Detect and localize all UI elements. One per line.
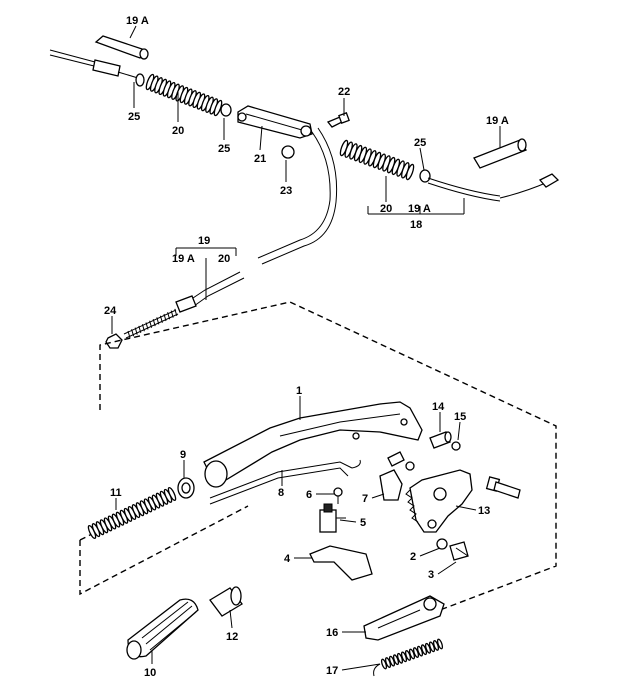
base-plate-16 — [363, 595, 445, 641]
thread-mark — [145, 322, 149, 330]
thread-mark — [159, 315, 163, 323]
callout-20-left: 20 — [172, 125, 184, 137]
thread-mark — [156, 317, 160, 325]
cable-end-left — [49, 49, 139, 79]
spring-coil — [436, 638, 444, 650]
sleeve-12 — [209, 586, 243, 617]
callout-19: 19 — [198, 235, 210, 247]
cable-right — [427, 173, 560, 202]
washer-25-mid — [220, 103, 232, 117]
callout-19a-mid: 19 A — [172, 253, 195, 265]
grip-10 — [126, 598, 199, 660]
thread-mark — [152, 318, 156, 327]
main-cable — [189, 127, 338, 307]
switch-5 — [319, 503, 346, 533]
spring-coil — [167, 486, 177, 502]
thread-mark — [141, 324, 145, 332]
thread-mark — [138, 325, 142, 334]
equalizer-21 — [237, 105, 313, 139]
thread-mark — [127, 330, 131, 339]
washer-25-right — [419, 169, 431, 183]
thread-mark — [149, 320, 153, 328]
bolt-3 — [449, 541, 469, 561]
callout-21: 21 — [254, 153, 266, 165]
callout-19a-right: 19 A — [486, 115, 509, 127]
spring-20-left — [145, 73, 223, 117]
callout-7: 7 — [362, 493, 368, 505]
washer-2 — [436, 538, 448, 550]
group-boundary-link — [79, 529, 101, 541]
spring-coil — [405, 163, 415, 181]
callout-13: 13 — [478, 505, 490, 517]
callout-24: 24 — [104, 305, 117, 317]
callout-11: 11 — [110, 487, 122, 499]
clip-15 — [451, 441, 461, 451]
callout-10: 10 — [144, 667, 156, 679]
callout-15: 15 — [454, 411, 466, 423]
bolt-22 — [326, 112, 350, 128]
callout-22: 22 — [338, 86, 350, 98]
thread-mark — [163, 313, 167, 322]
callout-1: 1 — [296, 385, 302, 397]
callout-14: 14 — [432, 401, 445, 413]
callout-18: 18 — [410, 219, 422, 231]
callout-9: 9 — [180, 449, 186, 461]
screw-6 — [333, 487, 343, 504]
spring-coil — [213, 99, 223, 117]
callouts: 19 A 25 20 25 21 22 23 25 19 A 20 19 A 1… — [104, 15, 509, 679]
sleeve-19a-right — [473, 138, 527, 169]
callout-17: 17 — [326, 665, 338, 677]
spring-17-hook — [373, 663, 381, 677]
callout-25-right: 25 — [414, 137, 426, 149]
thread-mark — [131, 329, 135, 337]
bracket-4 — [309, 545, 373, 581]
pawl-rod-8 — [209, 459, 361, 505]
callout-16: 16 — [326, 627, 338, 639]
callout-20-mid: 20 — [218, 253, 230, 265]
callout-20-right: 20 — [380, 203, 392, 215]
pawl-7 — [379, 469, 403, 501]
callout-25-mid: 25 — [218, 143, 230, 155]
callout-25-left: 25 — [128, 111, 140, 123]
nut-24 — [105, 333, 123, 349]
spring-11 — [87, 486, 177, 540]
group-boundary-left — [79, 505, 249, 596]
spring-20-right — [339, 139, 415, 181]
group-boundary-right — [99, 301, 557, 611]
sleeve-19a-top — [94, 35, 149, 60]
pin-14 — [429, 431, 452, 449]
thread-mark — [170, 310, 174, 318]
callout-19a-bracket: 19 A — [408, 203, 431, 215]
nut-23 — [281, 145, 295, 159]
thread-mark — [167, 312, 171, 320]
spring-17 — [380, 638, 444, 670]
leader-lines — [111, 25, 501, 671]
ratchet-13 — [405, 469, 473, 533]
callout-19a-top: 19 A — [126, 15, 149, 27]
washer-25-left — [135, 73, 145, 87]
thread-mark — [174, 308, 178, 317]
callout-5: 5 — [360, 517, 366, 529]
threaded-rod-19 — [123, 295, 197, 339]
thread-mark — [134, 327, 138, 335]
callout-6: 6 — [306, 489, 312, 501]
callout-3: 3 — [428, 569, 434, 581]
lever-1 — [203, 401, 423, 488]
callout-4: 4 — [284, 553, 291, 565]
callout-2: 2 — [410, 551, 416, 563]
callout-23: 23 — [280, 185, 292, 197]
pivot-pin — [387, 451, 415, 471]
bolt-13 — [485, 476, 521, 499]
bushing-9 — [177, 477, 195, 499]
callout-12: 12 — [226, 631, 238, 643]
callout-8: 8 — [278, 487, 284, 499]
